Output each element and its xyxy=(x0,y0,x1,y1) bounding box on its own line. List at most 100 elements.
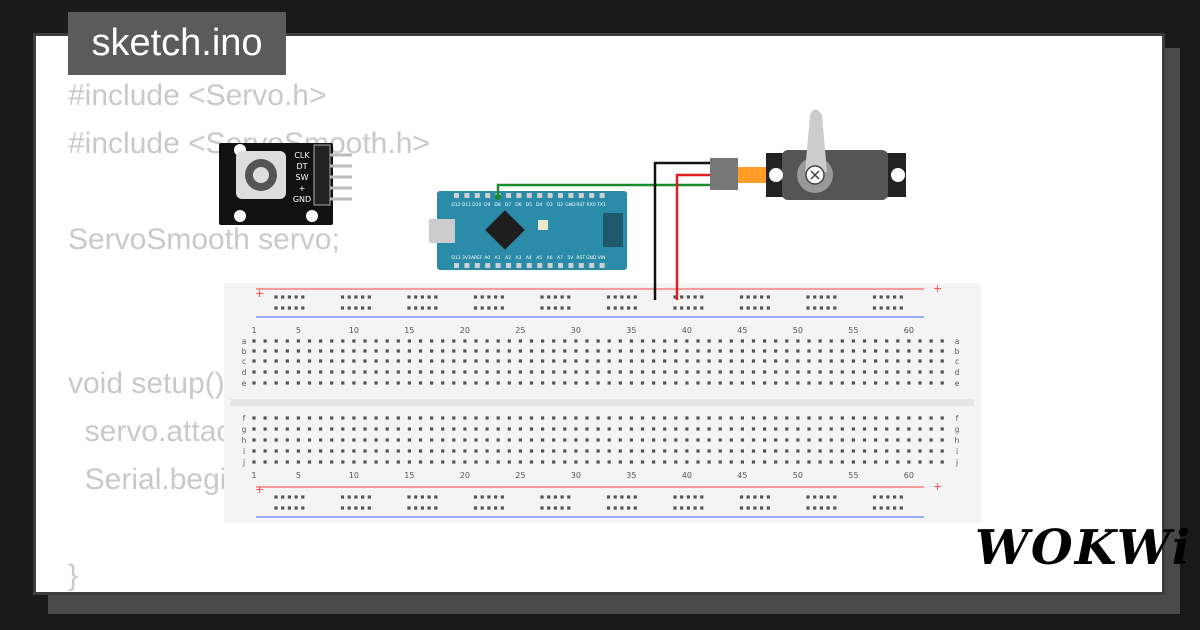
breadboard-hole[interactable] xyxy=(807,427,811,431)
breadboard-hole[interactable] xyxy=(507,359,511,363)
breadboard-hole[interactable] xyxy=(862,359,867,363)
breadboard-hole[interactable] xyxy=(274,449,278,453)
rail-hole[interactable] xyxy=(354,295,358,299)
breadboard-hole[interactable] xyxy=(929,349,933,353)
breadboard-hole[interactable] xyxy=(885,359,889,363)
breadboard-hole[interactable] xyxy=(341,449,345,453)
breadboard-hole[interactable] xyxy=(685,339,689,343)
breadboard-hole[interactable] xyxy=(441,359,445,363)
breadboard-hole[interactable] xyxy=(629,359,633,363)
breadboard-hole[interactable] xyxy=(785,359,789,363)
rail-hole[interactable] xyxy=(274,495,278,499)
breadboard-hole[interactable] xyxy=(829,438,833,442)
breadboard-hole[interactable] xyxy=(574,370,578,374)
breadboard-hole[interactable] xyxy=(274,370,278,374)
breadboard-hole[interactable] xyxy=(607,438,611,442)
breadboard-hole[interactable] xyxy=(874,339,878,343)
breadboard-hole[interactable] xyxy=(552,349,556,353)
breadboard-hole[interactable] xyxy=(807,416,811,420)
breadboard-hole[interactable] xyxy=(629,381,633,385)
breadboard-hole[interactable] xyxy=(485,460,489,464)
servo-motor[interactable] xyxy=(710,109,906,201)
breadboard-hole[interactable] xyxy=(607,427,611,431)
breadboard-hole[interactable] xyxy=(929,359,933,363)
breadboard-hole[interactable] xyxy=(818,349,822,353)
rail-hole[interactable] xyxy=(606,506,611,510)
breadboard-hole[interactable] xyxy=(907,427,911,431)
breadboard-hole[interactable] xyxy=(452,416,456,420)
rail-hole[interactable] xyxy=(680,506,684,510)
rail-hole[interactable] xyxy=(414,295,418,299)
breadboard-hole[interactable] xyxy=(474,460,478,464)
breadboard-hole[interactable] xyxy=(374,349,378,353)
rail-hole[interactable] xyxy=(806,506,810,510)
breadboard-hole[interactable] xyxy=(563,339,567,343)
breadboard-hole[interactable] xyxy=(751,438,756,442)
breadboard-hole[interactable] xyxy=(363,427,367,431)
rail-hole[interactable] xyxy=(620,506,624,510)
breadboard-hole[interactable] xyxy=(807,370,811,374)
nano-pin[interactable] xyxy=(578,263,584,268)
breadboard-hole[interactable] xyxy=(418,427,423,431)
breadboard-hole[interactable] xyxy=(285,427,289,431)
breadboard-hole[interactable] xyxy=(818,438,822,442)
breadboard-hole[interactable] xyxy=(385,349,389,353)
rail-hole[interactable] xyxy=(427,495,431,499)
nano-pin[interactable] xyxy=(526,263,532,268)
breadboard-hole[interactable] xyxy=(385,416,389,420)
breadboard-hole[interactable] xyxy=(640,427,645,431)
rail-hole[interactable] xyxy=(347,306,351,310)
breadboard-hole[interactable] xyxy=(607,339,611,343)
breadboard-hole[interactable] xyxy=(696,427,700,431)
rail-hole[interactable] xyxy=(879,506,883,510)
breadboard-hole[interactable] xyxy=(496,416,500,420)
breadboard-hole[interactable] xyxy=(474,381,478,385)
nano-pin[interactable] xyxy=(485,263,491,268)
breadboard-hole[interactable] xyxy=(330,349,334,353)
breadboard-hole[interactable] xyxy=(796,449,800,453)
nano-pin[interactable] xyxy=(568,263,574,268)
breadboard-hole[interactable] xyxy=(640,339,645,343)
breadboard-hole[interactable] xyxy=(885,370,889,374)
breadboard-hole[interactable] xyxy=(818,381,822,385)
rail-hole[interactable] xyxy=(294,506,298,510)
breadboard-hole[interactable] xyxy=(407,339,411,343)
rail-hole[interactable] xyxy=(899,506,903,510)
breadboard-hole[interactable] xyxy=(463,359,467,363)
breadboard-hole[interactable] xyxy=(840,370,844,374)
breadboard-hole[interactable] xyxy=(541,339,545,343)
breadboard-hole[interactable] xyxy=(396,416,400,420)
breadboard-hole[interactable] xyxy=(485,449,489,453)
breadboard-hole[interactable] xyxy=(541,359,545,363)
rail-hole[interactable] xyxy=(746,295,750,299)
breadboard-hole[interactable] xyxy=(396,381,400,385)
breadboard-hole[interactable] xyxy=(319,460,323,464)
breadboard-hole[interactable] xyxy=(707,438,711,442)
breadboard-hole[interactable] xyxy=(330,359,334,363)
rail-hole[interactable] xyxy=(567,295,571,299)
breadboard-hole[interactable] xyxy=(707,460,711,464)
nano-pin[interactable] xyxy=(578,193,584,198)
breadboard-hole[interactable] xyxy=(518,427,522,431)
breadboard-hole[interactable] xyxy=(341,416,345,420)
breadboard-hole[interactable] xyxy=(385,359,389,363)
breadboard-hole[interactable] xyxy=(252,359,256,363)
breadboard-hole[interactable] xyxy=(574,449,578,453)
rail-hole[interactable] xyxy=(613,495,617,499)
breadboard-hole[interactable] xyxy=(418,359,423,363)
rail-hole[interactable] xyxy=(287,295,291,299)
breadboard-hole[interactable] xyxy=(685,370,689,374)
breadboard-hole[interactable] xyxy=(319,349,323,353)
breadboard-hole[interactable] xyxy=(718,381,722,385)
breadboard-hole[interactable] xyxy=(663,427,667,431)
breadboard-hole[interactable] xyxy=(418,339,423,343)
breadboard-hole[interactable] xyxy=(574,339,578,343)
breadboard-hole[interactable] xyxy=(541,460,545,464)
rail-hole[interactable] xyxy=(806,495,810,499)
breadboard-hole[interactable] xyxy=(363,449,367,453)
breadboard-hole[interactable] xyxy=(696,460,700,464)
rail-hole[interactable] xyxy=(806,295,810,299)
breadboard-hole[interactable] xyxy=(674,349,678,353)
breadboard-hole[interactable] xyxy=(319,339,323,343)
rail-hole[interactable] xyxy=(427,506,431,510)
